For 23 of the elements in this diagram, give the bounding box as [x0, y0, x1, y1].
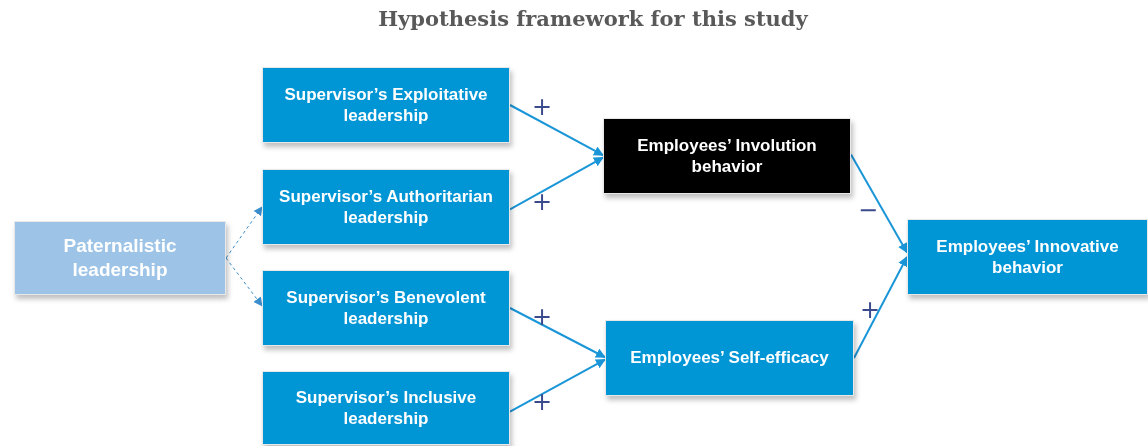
concept-box: Supervisor’s Benevolent leadership: [262, 270, 510, 346]
arrow: [509, 156, 604, 211]
concept-box: Employees’ Self-efficacy: [605, 320, 854, 396]
arrow: [509, 104, 604, 157]
edge-label: +: [532, 95, 553, 119]
edge-label: +: [532, 305, 553, 329]
edge-label: +: [532, 390, 553, 414]
concept-box: Supervisor’s Inclusive leadership: [262, 371, 510, 445]
concept-box: Supervisor’s Exploitative leadership: [262, 67, 510, 143]
concept-box: Paternalistic leadership: [14, 221, 226, 295]
arrow: [509, 307, 606, 359]
dashed-arrow: [225, 257, 263, 307]
edge-label: +: [860, 298, 881, 322]
concept-box: Employees’ Innovative behavior: [907, 219, 1148, 295]
arrow: [509, 358, 606, 413]
arrow: [850, 153, 908, 254]
edge-label: +: [532, 190, 553, 214]
dashed-arrow: [225, 206, 263, 259]
diagram-title: Hypothesis framework for this study: [377, 6, 810, 31]
arrow: [853, 256, 908, 359]
edge-label: −: [858, 198, 879, 222]
concept-box: Employees’ Involution behavior: [603, 118, 851, 194]
concept-box: Supervisor’s Authoritarian leadership: [262, 169, 510, 245]
